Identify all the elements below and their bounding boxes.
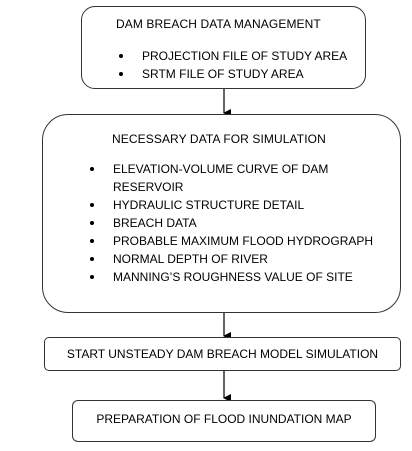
bullet-icon — [90, 275, 94, 279]
list-item-text: NORMAL DEPTH OF RIVER — [113, 252, 268, 266]
list-item-text: BREACH DATA — [113, 216, 197, 230]
bullet-icon — [90, 167, 94, 171]
list-item: SRTM FILE OF STUDY AREA — [116, 65, 347, 83]
list-item: PROJECTION FILE OF STUDY AREA — [116, 47, 347, 65]
bullet-icon — [90, 239, 94, 243]
bullet-icon — [119, 54, 123, 58]
list-item-text: SRTM FILE OF STUDY AREA — [142, 67, 304, 81]
bullet-icon — [119, 72, 123, 76]
simulation-start-label: START UNSTEADY DAM BREACH MODEL SIMULATI… — [66, 347, 379, 361]
list-item: NORMAL DEPTH OF RIVER — [87, 250, 377, 268]
inundation-map-label: PREPARATION OF FLOOD INUNDATION MAP — [96, 412, 352, 426]
simulation-data-title: NECESSARY DATA FOR SIMULATION — [112, 132, 326, 146]
bullet-icon — [90, 203, 94, 207]
list-item: HYDRAULIC STRUCTURE DETAIL — [87, 196, 377, 214]
list-item: PROBABLE MAXIMUM FLOOD HYDROGRAPH — [87, 232, 377, 250]
list-item-text: HYDRAULIC STRUCTURE DETAIL — [113, 198, 305, 212]
bullet-icon — [90, 221, 94, 225]
data-management-title: DAM BREACH DATA MANAGEMENT — [116, 17, 321, 31]
simulation-data-list: ELEVATION-VOLUME CURVE OF DAM RESERVOIR … — [87, 160, 377, 286]
list-item: BREACH DATA — [87, 214, 377, 232]
bullet-icon — [90, 257, 94, 261]
list-item-text: MANNING’S ROUGHNESS VALUE OF SITE — [113, 270, 353, 284]
simulation-start-box: START UNSTEADY DAM BREACH MODEL SIMULATI… — [44, 337, 401, 371]
list-item-text: PROJECTION FILE OF STUDY AREA — [142, 49, 348, 63]
list-item: ELEVATION-VOLUME CURVE OF DAM RESERVOIR — [87, 160, 377, 196]
list-item: MANNING’S ROUGHNESS VALUE OF SITE — [87, 268, 377, 286]
inundation-map-box: PREPARATION OF FLOOD INUNDATION MAP — [72, 400, 376, 442]
data-management-list: PROJECTION FILE OF STUDY AREA SRTM FILE … — [116, 47, 347, 83]
list-item-text: ELEVATION-VOLUME CURVE OF DAM RESERVOIR — [113, 162, 329, 194]
data-management-box: DAM BREACH DATA MANAGEMENT PROJECTION FI… — [81, 6, 366, 89]
simulation-data-box: NECESSARY DATA FOR SIMULATION ELEVATION-… — [42, 114, 401, 313]
list-item-text: PROBABLE MAXIMUM FLOOD HYDROGRAPH — [113, 234, 374, 248]
